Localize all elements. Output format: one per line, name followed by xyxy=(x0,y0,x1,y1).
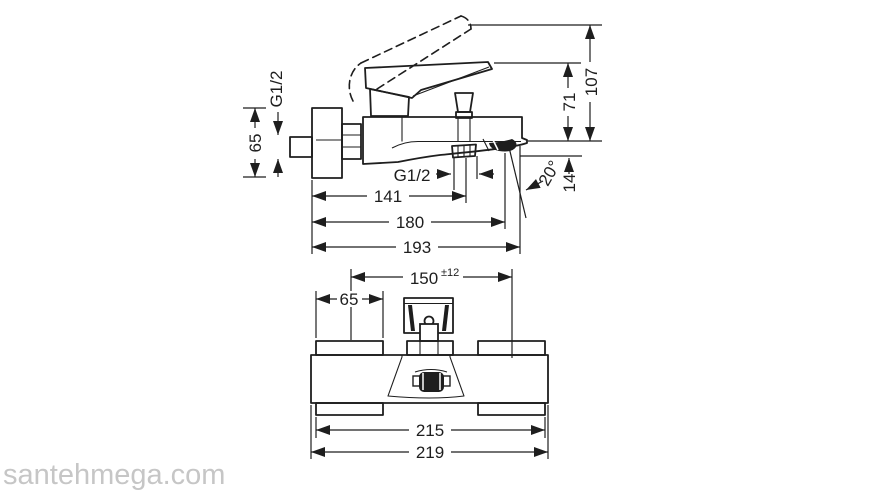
shower-outlet-stub xyxy=(451,143,477,159)
dim-label-65-side: 65 xyxy=(246,134,265,153)
drawing-line xyxy=(341,123,362,160)
drawing-line xyxy=(348,62,362,102)
dim-label-219: 219 xyxy=(416,443,444,462)
dim-label-150: 150 xyxy=(410,269,438,288)
dim-spout-thread: G1/2 xyxy=(394,166,494,185)
dim-label-215: 215 xyxy=(416,421,444,440)
dim-total-width: 219 xyxy=(310,405,549,462)
text-mask xyxy=(337,291,362,307)
connection-nut xyxy=(341,123,362,160)
drawing-line xyxy=(369,88,410,117)
dim-label-71: 71 xyxy=(560,93,579,112)
left-escutcheon-bottom xyxy=(315,402,384,416)
text-mask xyxy=(246,128,264,159)
drawing-line xyxy=(364,61,493,99)
dim-label-107: 107 xyxy=(582,68,601,96)
drawing-line xyxy=(460,15,472,30)
drawing-line xyxy=(451,143,477,159)
dim-spout-angle: 20° xyxy=(507,142,564,219)
dim-center-distance: 150 ±12 xyxy=(350,267,513,358)
text-mask xyxy=(396,239,438,255)
bottom-view: 150 ±12 65 215 219 xyxy=(310,267,549,462)
text-mask xyxy=(403,267,463,286)
text-mask xyxy=(409,444,451,460)
wall-pipe-stub xyxy=(289,136,313,158)
aerator-body xyxy=(419,372,444,392)
left-escutcheon-top xyxy=(315,340,384,356)
dim-label-14: 14 xyxy=(560,174,579,193)
drawing-line xyxy=(391,140,521,149)
drawing-line xyxy=(376,28,472,90)
handle-raised-dashed xyxy=(348,15,472,102)
text-mask xyxy=(367,188,409,204)
text-mask xyxy=(582,62,599,102)
handle-neck xyxy=(419,323,439,342)
drawing-line xyxy=(454,92,474,113)
diverter-knob xyxy=(454,92,474,119)
dim-vertical-group: 71 107 14 xyxy=(468,24,602,193)
drawing-line xyxy=(492,139,499,151)
handle-side-face xyxy=(408,305,415,331)
angle-reference-line xyxy=(507,142,527,219)
text-mask xyxy=(560,88,577,116)
dim-label-141: 141 xyxy=(374,187,402,206)
aerator xyxy=(412,372,451,392)
aerator-frame xyxy=(442,375,451,387)
text-mask xyxy=(389,214,431,230)
dim-label-193: 193 xyxy=(403,238,431,257)
dim-horizontal-group: 141 180 193 xyxy=(311,146,521,257)
leader-arrow xyxy=(525,179,544,191)
drawing-line xyxy=(387,355,465,399)
drawing-line xyxy=(362,116,528,165)
body-bar xyxy=(310,354,549,404)
watermark-text: santehmega.com xyxy=(3,459,225,491)
aerator-frame xyxy=(412,375,421,387)
spout-housing-bottom xyxy=(387,355,465,399)
side-view: 65 G1/2 141 180 193 G xyxy=(243,15,602,257)
right-escutcheon-bottom xyxy=(477,402,546,416)
dim-across-escutcheons: 215 xyxy=(315,417,546,440)
text-mask xyxy=(409,422,451,438)
handle-end-view xyxy=(403,297,454,356)
outlet-face-line xyxy=(482,138,490,152)
dim-escutcheon-height: 65 xyxy=(243,107,266,178)
spout-thread-label: G1/2 xyxy=(394,166,431,185)
dim-label-180: 180 xyxy=(396,213,424,232)
dim-escutcheon-width: 65 xyxy=(315,290,384,338)
drawing-line xyxy=(360,15,462,64)
wall-thread-label: G1/2 xyxy=(267,71,286,108)
dim-wall-thread: G1/2 xyxy=(267,71,286,177)
drawing-line xyxy=(412,66,490,97)
handle-side-face xyxy=(442,305,449,331)
dim-label-65-bottom: 65 xyxy=(340,290,359,309)
dim-label-150-tolerance: ±12 xyxy=(441,267,459,279)
drawing-line xyxy=(455,111,473,119)
handle-base xyxy=(406,340,454,356)
wall-escutcheon-plate xyxy=(311,107,343,179)
handle-lever xyxy=(364,61,493,117)
drawing-line xyxy=(414,368,448,373)
faucet-body-and-spout xyxy=(362,116,528,165)
